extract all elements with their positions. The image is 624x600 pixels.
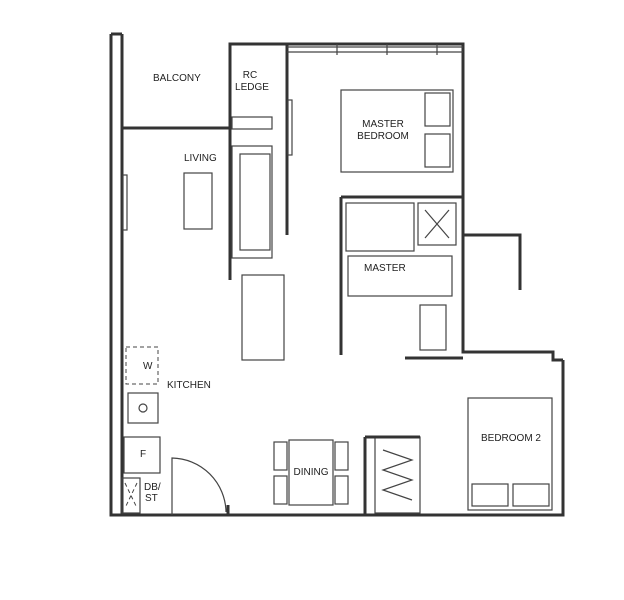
chair (334, 475, 349, 505)
shower (417, 202, 457, 246)
washer-dashed (125, 346, 159, 385)
window (287, 44, 463, 55)
sofa-seat (239, 153, 271, 251)
label-db-st: ST (145, 493, 158, 504)
window (122, 174, 128, 231)
bed-2 (467, 397, 553, 511)
label-dining: DINING (294, 467, 329, 478)
shower-drain-icon (424, 209, 450, 239)
toilet (419, 304, 447, 351)
rc-ledge-grate (231, 116, 273, 130)
label-living: LIVING (184, 153, 217, 164)
window (287, 99, 293, 156)
label-db-st: DB/ (144, 482, 161, 493)
sink-drain-icon (138, 403, 148, 413)
coffee-table (183, 172, 213, 230)
label-master-bedroom: BEDROOM (357, 131, 409, 142)
label-balcony: BALCONY (153, 73, 201, 84)
db-st-box (121, 477, 141, 514)
wardrobe (241, 274, 285, 361)
label-washer: W (143, 361, 153, 372)
pillow (471, 483, 509, 507)
vanity (345, 202, 415, 252)
master-bed (340, 89, 454, 173)
sink (127, 392, 159, 424)
chair (273, 475, 288, 505)
dining-table (288, 439, 334, 506)
chair (273, 441, 288, 471)
bathtub (347, 255, 453, 297)
pillow (424, 92, 451, 127)
label-bedroom-2: BEDROOM 2 (481, 433, 541, 444)
label-master-bath: MASTER (364, 263, 406, 274)
chair (334, 441, 349, 471)
label-rc-ledge: RC (243, 70, 257, 81)
walls (109, 32, 565, 517)
hangers-icon (381, 449, 414, 501)
label-rc-ledge: LEDGE (235, 82, 269, 93)
fridge (123, 436, 161, 474)
pillow (512, 483, 550, 507)
pillow (424, 133, 451, 168)
main-door[interactable] (171, 457, 227, 515)
label-fridge: F (140, 449, 146, 460)
label-master-bedroom: MASTER (362, 119, 404, 130)
db-cross (124, 482, 138, 509)
sofa (231, 145, 273, 259)
walls (363, 435, 420, 515)
label-kitchen: KITCHEN (167, 380, 211, 391)
